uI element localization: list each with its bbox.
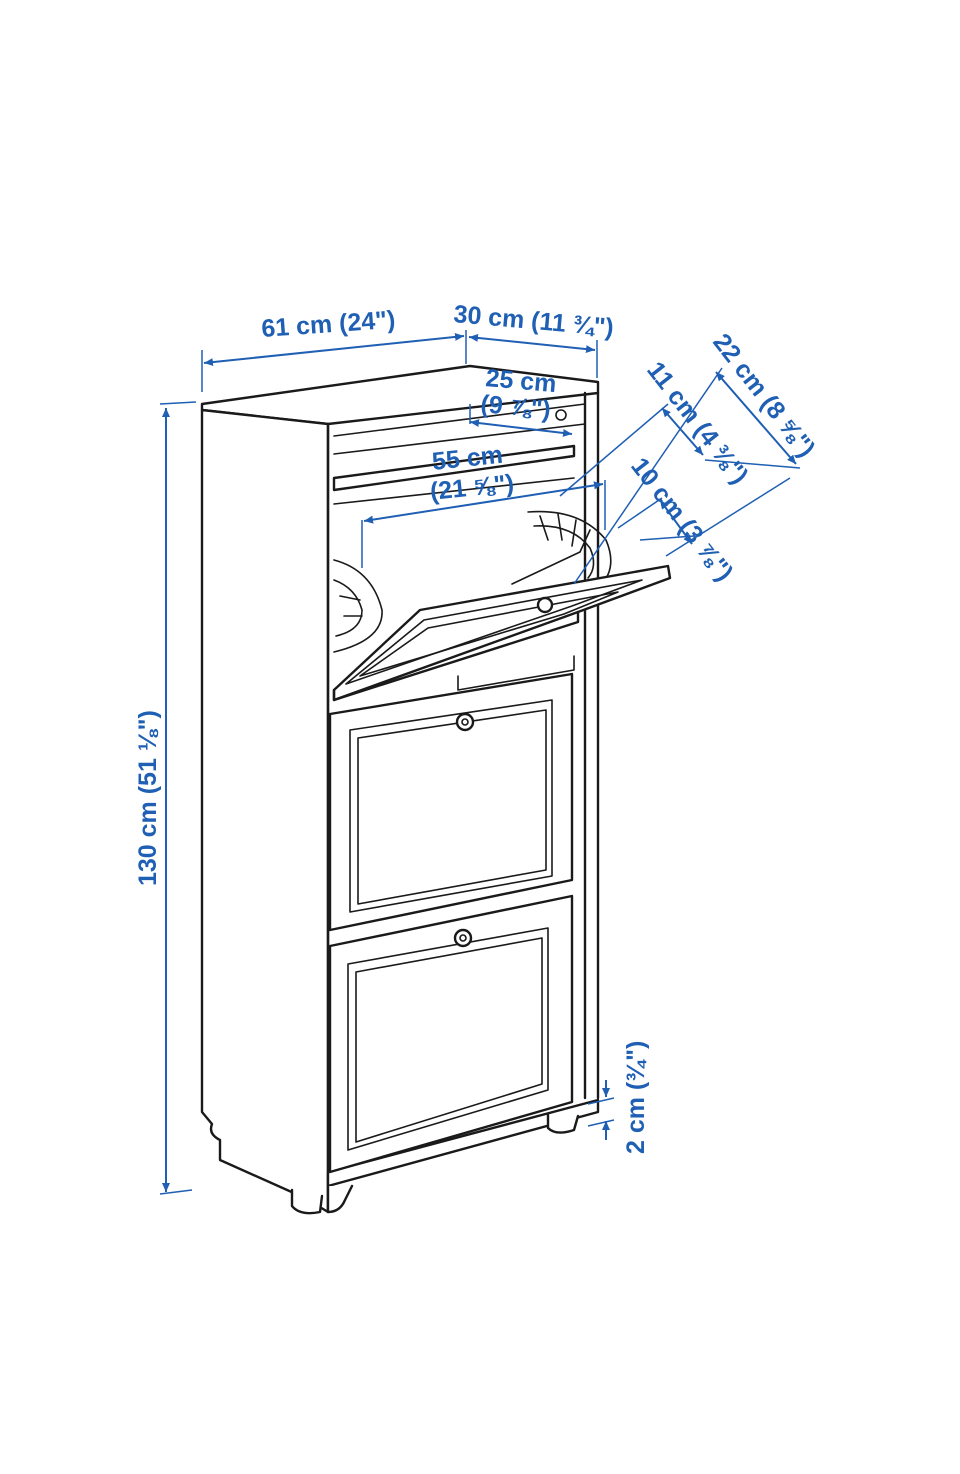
open-flap-frame xyxy=(345,579,643,685)
bottom-flap-frame xyxy=(347,927,549,1151)
cabinet-right-stile xyxy=(583,391,600,1100)
height-label: 130 cm (51 ⅛") xyxy=(134,710,162,886)
open-depth-a-dimension-line xyxy=(661,407,704,456)
dimension-lines xyxy=(159,330,801,1195)
foot-height-label: 2 cm (¾") xyxy=(622,1041,650,1154)
shelf-depth-dimension-line xyxy=(469,419,573,437)
middle-flap-door[interactable] xyxy=(328,672,574,932)
shelf-depth-imperial-label: (9 ⅞") xyxy=(479,390,551,424)
middle-flap-knob-icon[interactable] xyxy=(455,712,475,732)
open-flap-knob-icon[interactable] xyxy=(536,596,554,614)
shoe-rack-left-inner xyxy=(333,579,363,637)
cabinet-side-panel xyxy=(200,408,330,1214)
flap-hinge-strip xyxy=(457,655,575,691)
compartment-depth-dimension-line xyxy=(659,499,693,545)
cabinet-right-foot xyxy=(546,1112,580,1134)
cabinet-drawing xyxy=(200,364,672,1215)
middle-flap-panel xyxy=(357,709,547,905)
cabinet-plinth xyxy=(326,1098,600,1188)
bottom-flap-door[interactable] xyxy=(328,894,574,1174)
open-flap-panel xyxy=(359,591,619,677)
shelf-knob-icon xyxy=(555,409,567,421)
middle-flap-frame xyxy=(349,699,553,913)
shoe-rack-left xyxy=(333,559,383,653)
open-flap-base xyxy=(332,610,580,702)
bottom-flap-panel xyxy=(355,937,543,1143)
shoe-rack-right-inner xyxy=(533,525,595,579)
depth-label: 30 cm (11 ¾") xyxy=(452,300,614,342)
width-dimension-line xyxy=(203,332,465,367)
cabinet-front-foot xyxy=(326,1184,354,1214)
inner-width-dimension-line xyxy=(363,481,604,524)
bottom-flap-knob-icon[interactable] xyxy=(453,928,473,948)
shoe-rack-spokes xyxy=(339,513,591,617)
open-depth-b-dimension-line xyxy=(715,371,797,465)
upper-shelf-2 xyxy=(332,444,576,492)
width-label: 61 cm (24") xyxy=(260,306,396,343)
cabinet-left-foot xyxy=(290,1188,324,1215)
shelf-depth-value-label: 25 cm xyxy=(484,364,557,398)
depth-dimension-line xyxy=(468,333,596,354)
